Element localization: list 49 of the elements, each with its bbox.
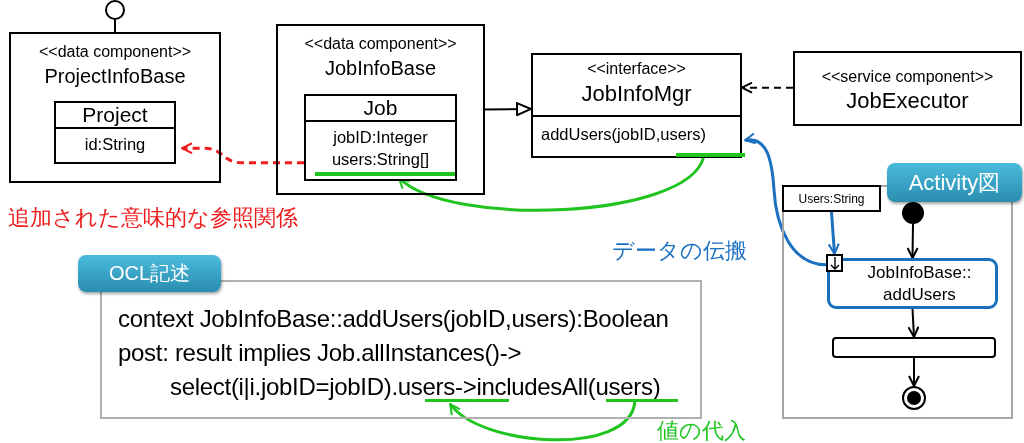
attribute-text: jobID:Integer [333, 127, 428, 148]
annotation-text: 値の代入 [657, 417, 746, 443]
action-label: JobInfoBase:: addUsers [866, 261, 973, 306]
arrow [449, 401, 637, 442]
interface-circle [105, 0, 125, 20]
highlight-underline [606, 399, 678, 402]
component-name: JobExecutor [846, 87, 969, 115]
ocl-text: context JobInfoBase::addUsers(jobID,users):Boolean [118, 304, 670, 334]
title-tab: Activity図 [887, 163, 1022, 202]
component-name: JobInfoBase [324, 56, 437, 81]
arrow [181, 142, 304, 165]
highlight-underline [676, 153, 745, 157]
object-node: Users:String [782, 185, 881, 212]
component-box [276, 24, 485, 195]
arrow [741, 81, 794, 94]
title-tab: OCL記述 [78, 255, 221, 292]
class-box [54, 101, 176, 164]
arrow [908, 357, 920, 387]
connector-line [114, 19, 116, 33]
arrow [484, 102, 532, 117]
attribute-text: id:String [84, 134, 146, 155]
arrow [744, 133, 827, 267]
final-node [902, 386, 926, 410]
fork-bar [832, 337, 996, 358]
component-box [9, 32, 221, 183]
stereotype-label: <<service component>> [821, 67, 994, 87]
arrow [398, 156, 705, 212]
stereotype-label: <<data component>> [38, 42, 192, 62]
operation-text: addUsers(jobID,users) [541, 124, 707, 145]
stereotype-label: <<interface>> [587, 59, 686, 79]
stereotype-label: <<data component>> [304, 34, 457, 54]
attribute-text: users:String[] [331, 149, 430, 170]
ocl-text: post: result implies Job.allInstances()-> select(i|i.jobID=jobID).users->includesAll(users) [118, 338, 662, 402]
arrow [907, 308, 920, 338]
component-name: ProjectInfoBase [44, 64, 186, 89]
highlight-underline [315, 172, 455, 176]
annotation-text: データの伝搬 [612, 237, 747, 265]
annotation-text: 追加された意味的な参照関係 [8, 204, 298, 232]
action-node [827, 258, 998, 309]
class-name: JobInfoMgr [581, 80, 692, 108]
class-name: Project [82, 103, 148, 127]
class-name: Job [363, 96, 398, 120]
arrow [827, 211, 840, 255]
class-box [304, 94, 457, 181]
component-box [793, 51, 1022, 126]
arrow [906, 223, 919, 259]
class-box [531, 53, 742, 158]
initial-node [902, 202, 924, 224]
highlight-underline [425, 399, 509, 402]
